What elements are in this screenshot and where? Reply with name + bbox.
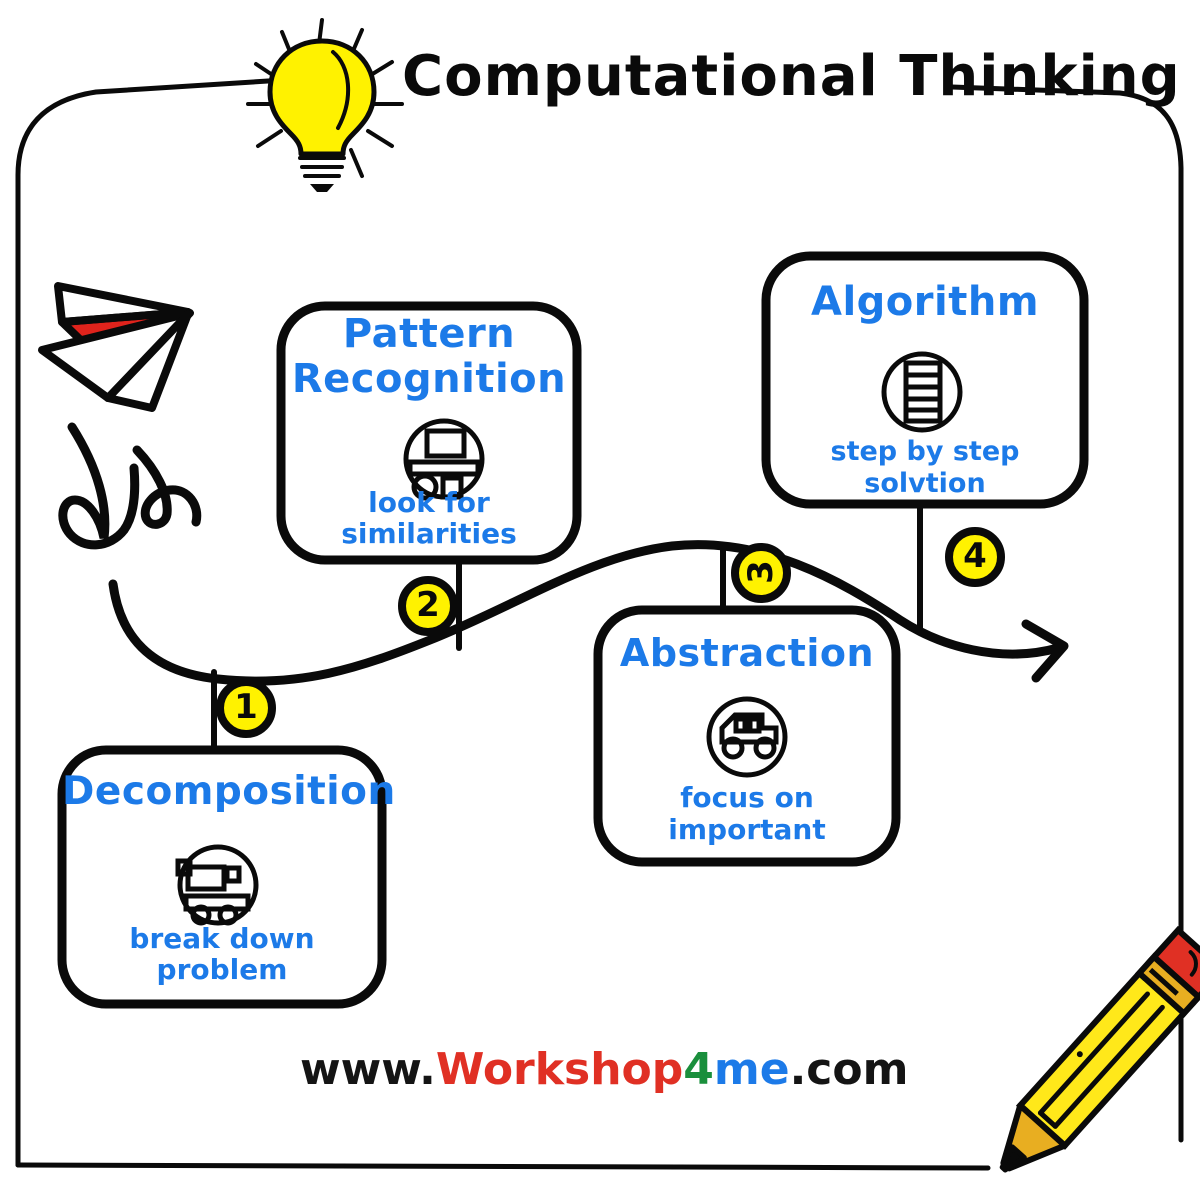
page-title: Computational Thinking bbox=[402, 44, 1181, 109]
pencil-icon bbox=[999, 925, 1200, 1173]
badge-3-number: 3 bbox=[741, 560, 781, 584]
card-abstraction[interactable] bbox=[593, 605, 901, 867]
badge-3-circle bbox=[731, 543, 791, 603]
card-title-decomposition: Decomposition bbox=[62, 769, 396, 814]
card-decomposition[interactable] bbox=[57, 745, 387, 1009]
s-curve-flow-arrow bbox=[108, 540, 1069, 686]
footer-url-me: me bbox=[713, 1044, 790, 1095]
footer-url-four: 4 bbox=[683, 1044, 714, 1095]
card-title-algorithm: Algorithm bbox=[811, 279, 1039, 325]
footer-url-www: www. bbox=[300, 1044, 436, 1095]
footer-url-workshop: Workshop bbox=[435, 1044, 684, 1095]
connector-lines bbox=[211, 497, 923, 755]
card-algorithm[interactable] bbox=[761, 251, 1089, 509]
poster-border bbox=[15, 77, 1184, 1171]
disassembled-car-icon bbox=[175, 844, 259, 926]
badge-4-number: 4 bbox=[963, 536, 987, 576]
badge-2-number: 2 bbox=[416, 585, 440, 625]
card-subtitle-algorithm-line2: solvtion bbox=[864, 468, 986, 499]
card-subtitle-pattern-line2: similarities bbox=[341, 517, 517, 550]
lightbulb-icon bbox=[246, 18, 404, 192]
card-subtitle-algorithm-line1: step by step bbox=[830, 436, 1020, 467]
card-pattern-recognition[interactable] bbox=[276, 301, 582, 565]
card-title-pattern-line2: Recognition bbox=[291, 356, 567, 402]
card-subtitle-abstraction-line1: focus on bbox=[680, 781, 814, 814]
footer-url[interactable]: www.Workshop4me.com bbox=[300, 1047, 908, 1093]
card-subtitle-decomposition-line2: problem bbox=[156, 953, 288, 986]
card-title-abstraction: Abstraction bbox=[619, 631, 875, 675]
step-list-icon bbox=[881, 351, 963, 433]
shapes-grid-icon bbox=[403, 418, 485, 501]
cursive-swoosh bbox=[58, 422, 202, 550]
badge-4-circle bbox=[945, 527, 1005, 587]
step-badges bbox=[216, 527, 1005, 738]
badge-1-number: 1 bbox=[234, 687, 258, 727]
badge-1-circle bbox=[216, 678, 276, 738]
simple-car-icon bbox=[706, 696, 788, 778]
card-subtitle-abstraction-line2: important bbox=[668, 813, 826, 846]
footer-url-com: .com bbox=[789, 1044, 909, 1095]
badge-2-circle bbox=[398, 576, 458, 636]
card-title-pattern-line1: Pattern bbox=[342, 311, 516, 357]
card-subtitle-pattern-line1: look for bbox=[368, 486, 490, 519]
card-subtitle-decomposition-line1: break down bbox=[129, 922, 315, 955]
paper-plane-icon bbox=[38, 282, 194, 412]
